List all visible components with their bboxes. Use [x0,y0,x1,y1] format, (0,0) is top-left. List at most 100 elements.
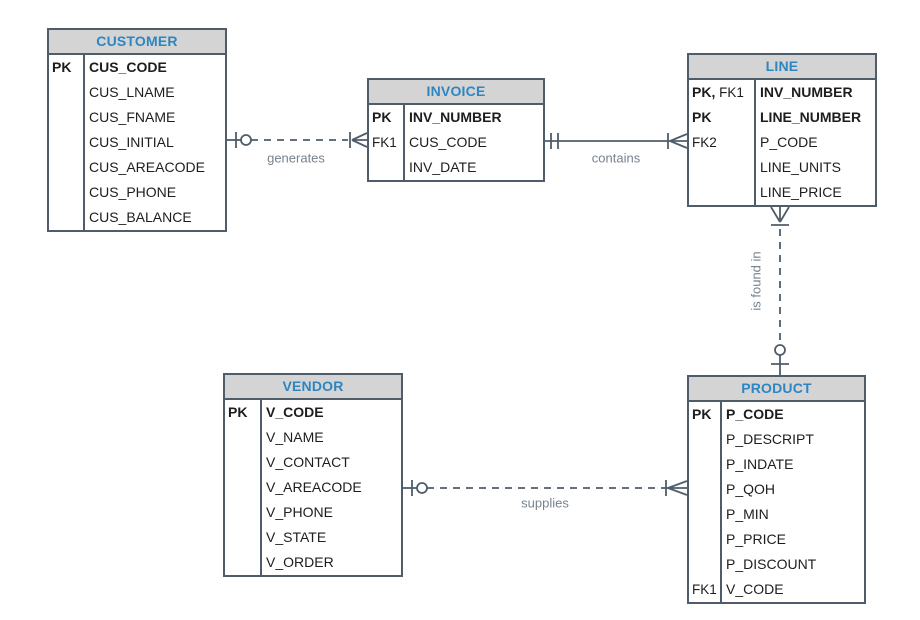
attribute-column: V_CODE V_NAME V_CONTACT V_AREACODE V_PHO… [262,400,401,575]
optional-circle-icon [240,134,252,146]
relationship-label-supplies: supplies [521,495,569,511]
relationship-label-contains: contains [591,150,641,166]
key-cell [689,502,720,527]
key-cell [689,527,720,552]
key-cell [49,205,83,230]
key-cell: PK [228,404,248,420]
key-column: PK FK1 [369,105,405,180]
entity-line: LINE PK, FK1 PK FK2 INV_NUMBER LINE_NUMB… [687,53,877,207]
key-cell [225,525,260,550]
relationship-label-is-found-in: is found in [748,251,764,311]
key-cell: PK [52,59,72,75]
attribute-name: INV_NUMBER [409,109,502,125]
attribute-name: P_DESCRIPT [726,431,814,447]
key-cell [689,552,720,577]
entity-invoice: INVOICE PK FK1 INV_NUMBER CUS_CODE INV_D… [367,78,545,182]
crows-foot-icon [770,206,790,223]
key-cell [49,155,83,180]
attribute-name: INV_DATE [409,159,477,175]
attribute-name: LINE_UNITS [760,159,841,175]
attribute-name: P_CODE [760,134,818,150]
attribute-column: INV_NUMBER CUS_CODE INV_DATE [405,105,543,180]
key-cell [369,155,403,180]
attribute-name: P_PRICE [726,531,786,547]
entity-body: PK CUS_CODE CUS_LNAME CUS_FNAME CUS_INIT… [49,55,225,230]
key-cell [49,80,83,105]
key-cell [49,130,83,155]
attribute-name: V_PHONE [266,504,333,520]
key-cell [49,105,83,130]
entity-body: PK V_CODE V_NAME V_CONTACT V_AREACODE V_… [225,400,401,575]
relationship-supplies [403,480,688,496]
relationship-is-found-in [770,206,790,375]
attribute-name: INV_NUMBER [760,84,853,100]
entity-body: PK, FK1 PK FK2 INV_NUMBER LINE_NUMBER P_… [689,80,875,205]
attribute-name: LINE_NUMBER [760,109,862,125]
attribute-name: P_MIN [726,506,769,522]
key-cell [689,477,720,502]
relationship-label-generates: generates [267,150,325,166]
key-cell: PK [372,109,392,125]
attribute-name: V_CODE [266,404,324,420]
optional-circle-icon [774,344,786,356]
key-column: PK FK1 [689,402,722,602]
entity-title: VENDOR [225,375,401,400]
attribute-column: P_CODE P_DESCRIPT P_INDATE P_QOH P_MIN P… [722,402,864,602]
entity-title: CUSTOMER [49,30,225,55]
key-cell [225,550,260,575]
relationship-contains [545,133,688,149]
key-column: PK [49,55,85,230]
attribute-name: V_CONTACT [266,454,350,470]
key-cell [225,475,260,500]
entity-customer: CUSTOMER PK CUS_CODE CUS_LNAME CUS_FNAME… [47,28,227,232]
crows-foot-icon [351,132,368,148]
attribute-name: CUS_CODE [409,134,487,150]
attribute-name: V_AREACODE [266,479,362,495]
attribute-name: CUS_BALANCE [89,209,192,225]
optional-circle-icon [416,482,428,494]
crows-foot-icon [667,480,688,496]
key-cell [689,180,754,205]
entity-title: LINE [689,55,875,80]
key-column: PK [225,400,262,575]
entity-title: INVOICE [369,80,543,105]
attribute-name: P_DISCOUNT [726,556,817,572]
key-cell [225,450,260,475]
attribute-column: INV_NUMBER LINE_NUMBER P_CODE LINE_UNITS… [756,80,875,205]
attribute-column: CUS_CODE CUS_LNAME CUS_FNAME CUS_INITIAL… [85,55,225,230]
key-cell [689,155,754,180]
key-cell: FK1 [692,582,717,597]
entity-vendor: VENDOR PK V_CODE V_NAME V_CONTACT V_AREA… [223,373,403,577]
attribute-name: P_QOH [726,481,776,497]
crows-foot-icon [669,133,688,149]
attribute-name: V_ORDER [266,554,334,570]
attribute-name: P_INDATE [726,456,794,472]
entity-product: PRODUCT PK FK1 P_CODE P_DESCRIPT P_INDAT… [687,375,866,604]
key-cell: PK, FK1 [692,84,744,100]
key-cell: FK1 [372,135,397,150]
key-cell: FK2 [692,135,717,150]
key-cell [689,452,720,477]
attribute-name: CUS_PHONE [89,184,177,200]
attribute-name: CUS_FNAME [89,109,176,125]
entity-body: PK FK1 P_CODE P_DESCRIPT P_INDATE P_QOH … [689,402,864,602]
key-cell: PK [692,109,712,125]
attribute-name: CUS_AREACODE [89,159,205,175]
relationship-generates [227,132,368,148]
double-bar-icon [550,133,559,149]
key-cell: PK [692,406,712,422]
attribute-name: LINE_PRICE [760,184,842,200]
attribute-name: V_STATE [266,529,327,545]
attribute-name: V_NAME [266,429,324,445]
attribute-name: P_CODE [726,406,784,422]
key-cell [225,500,260,525]
attribute-name: V_CODE [726,581,784,597]
key-cell [689,427,720,452]
attribute-name: CUS_CODE [89,59,167,75]
key-cell [225,425,260,450]
attribute-name: CUS_LNAME [89,84,175,100]
entity-title: PRODUCT [689,377,864,402]
key-cell [49,180,83,205]
attribute-name: CUS_INITIAL [89,134,174,150]
